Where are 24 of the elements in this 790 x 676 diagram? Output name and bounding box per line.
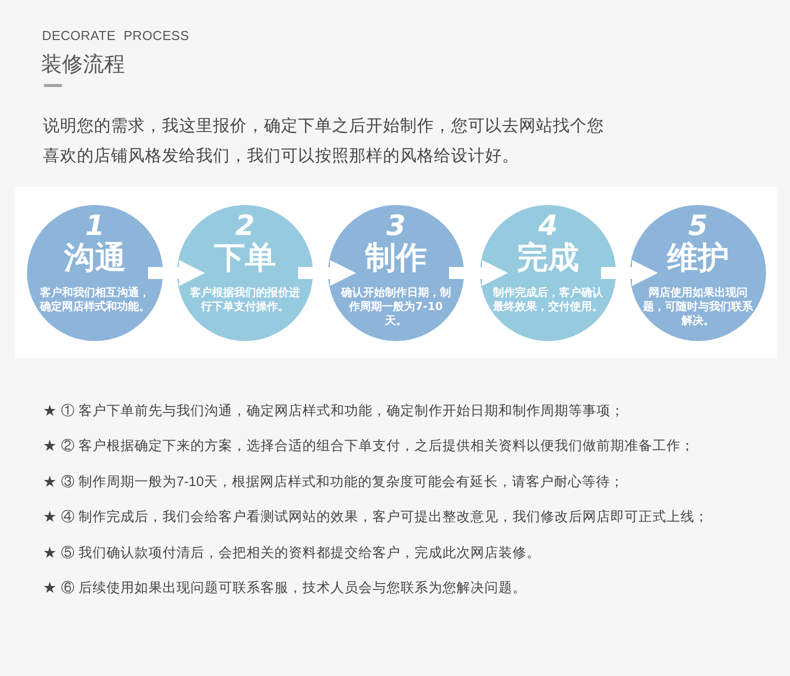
heading: 装修流程 xyxy=(41,52,125,78)
step-title: 制作 xyxy=(364,241,428,275)
step-description: 确认开始制作日期，制作周期一般为7-10天。 xyxy=(340,286,452,328)
note-text: ★ ④ 制作完成后，我们会给客户看测试网站的效果，客户可提出整改意见，我们修改后网店即可正式上线； xyxy=(43,508,709,526)
step-title: 沟通 xyxy=(63,241,127,275)
step-description: 网店使用如果出现问题，可随时与我们联系解决。 xyxy=(642,286,754,328)
intro-paragraph: 说明您的需求，我这里报价，确定下单之后开始制作，您可以去网站找个您喜欢的店铺风格发给我们，我们可以按照那样的风格给设计好。 xyxy=(43,116,605,167)
note-text: ★ ③ 制作周期一般为7-10天，根据网店样式和功能的复杂度可能会有延长，请客户耐心等待； xyxy=(43,472,624,491)
note-text: ★ ⑥ 后续使用如果出现问题可联系客服，技术人员会与您联系为您解决问题。 xyxy=(43,579,527,597)
note-text: ★ ① 客户下单前先与我们沟通，确定网店样式和功能，确定制作开始日期和制作周期等事项； xyxy=(43,402,625,420)
note-text: ★ ② 客户根据确定下来的方案，选择合适的组合下单支付，之后提供相关资料以便我们做前期准备工作； xyxy=(43,437,695,456)
step-number: 4 xyxy=(538,211,559,241)
step-number: 2 xyxy=(234,211,255,241)
subheading: DECORATE PROCESS xyxy=(42,28,190,44)
step-title: 完成 xyxy=(516,241,580,275)
step-description: 制作完成后，客户确认最终效果，交付使用。 xyxy=(492,286,604,314)
step-description: 客户根据我们的报价进行下单支付操作。 xyxy=(189,286,301,314)
step-title: 维护 xyxy=(666,241,730,275)
step-number: 5 xyxy=(688,211,708,241)
step-number: 1 xyxy=(84,211,105,241)
step-description: 客户和我们相互沟通，确定网店样式和功能。 xyxy=(39,286,151,314)
step-title: 下单 xyxy=(213,241,277,275)
step-number: 3 xyxy=(385,211,407,241)
note-text: ★ ⑤ 我们确认款项付清后，会把相关的资料都提交给客户，完成此次网店装修。 xyxy=(43,544,541,562)
